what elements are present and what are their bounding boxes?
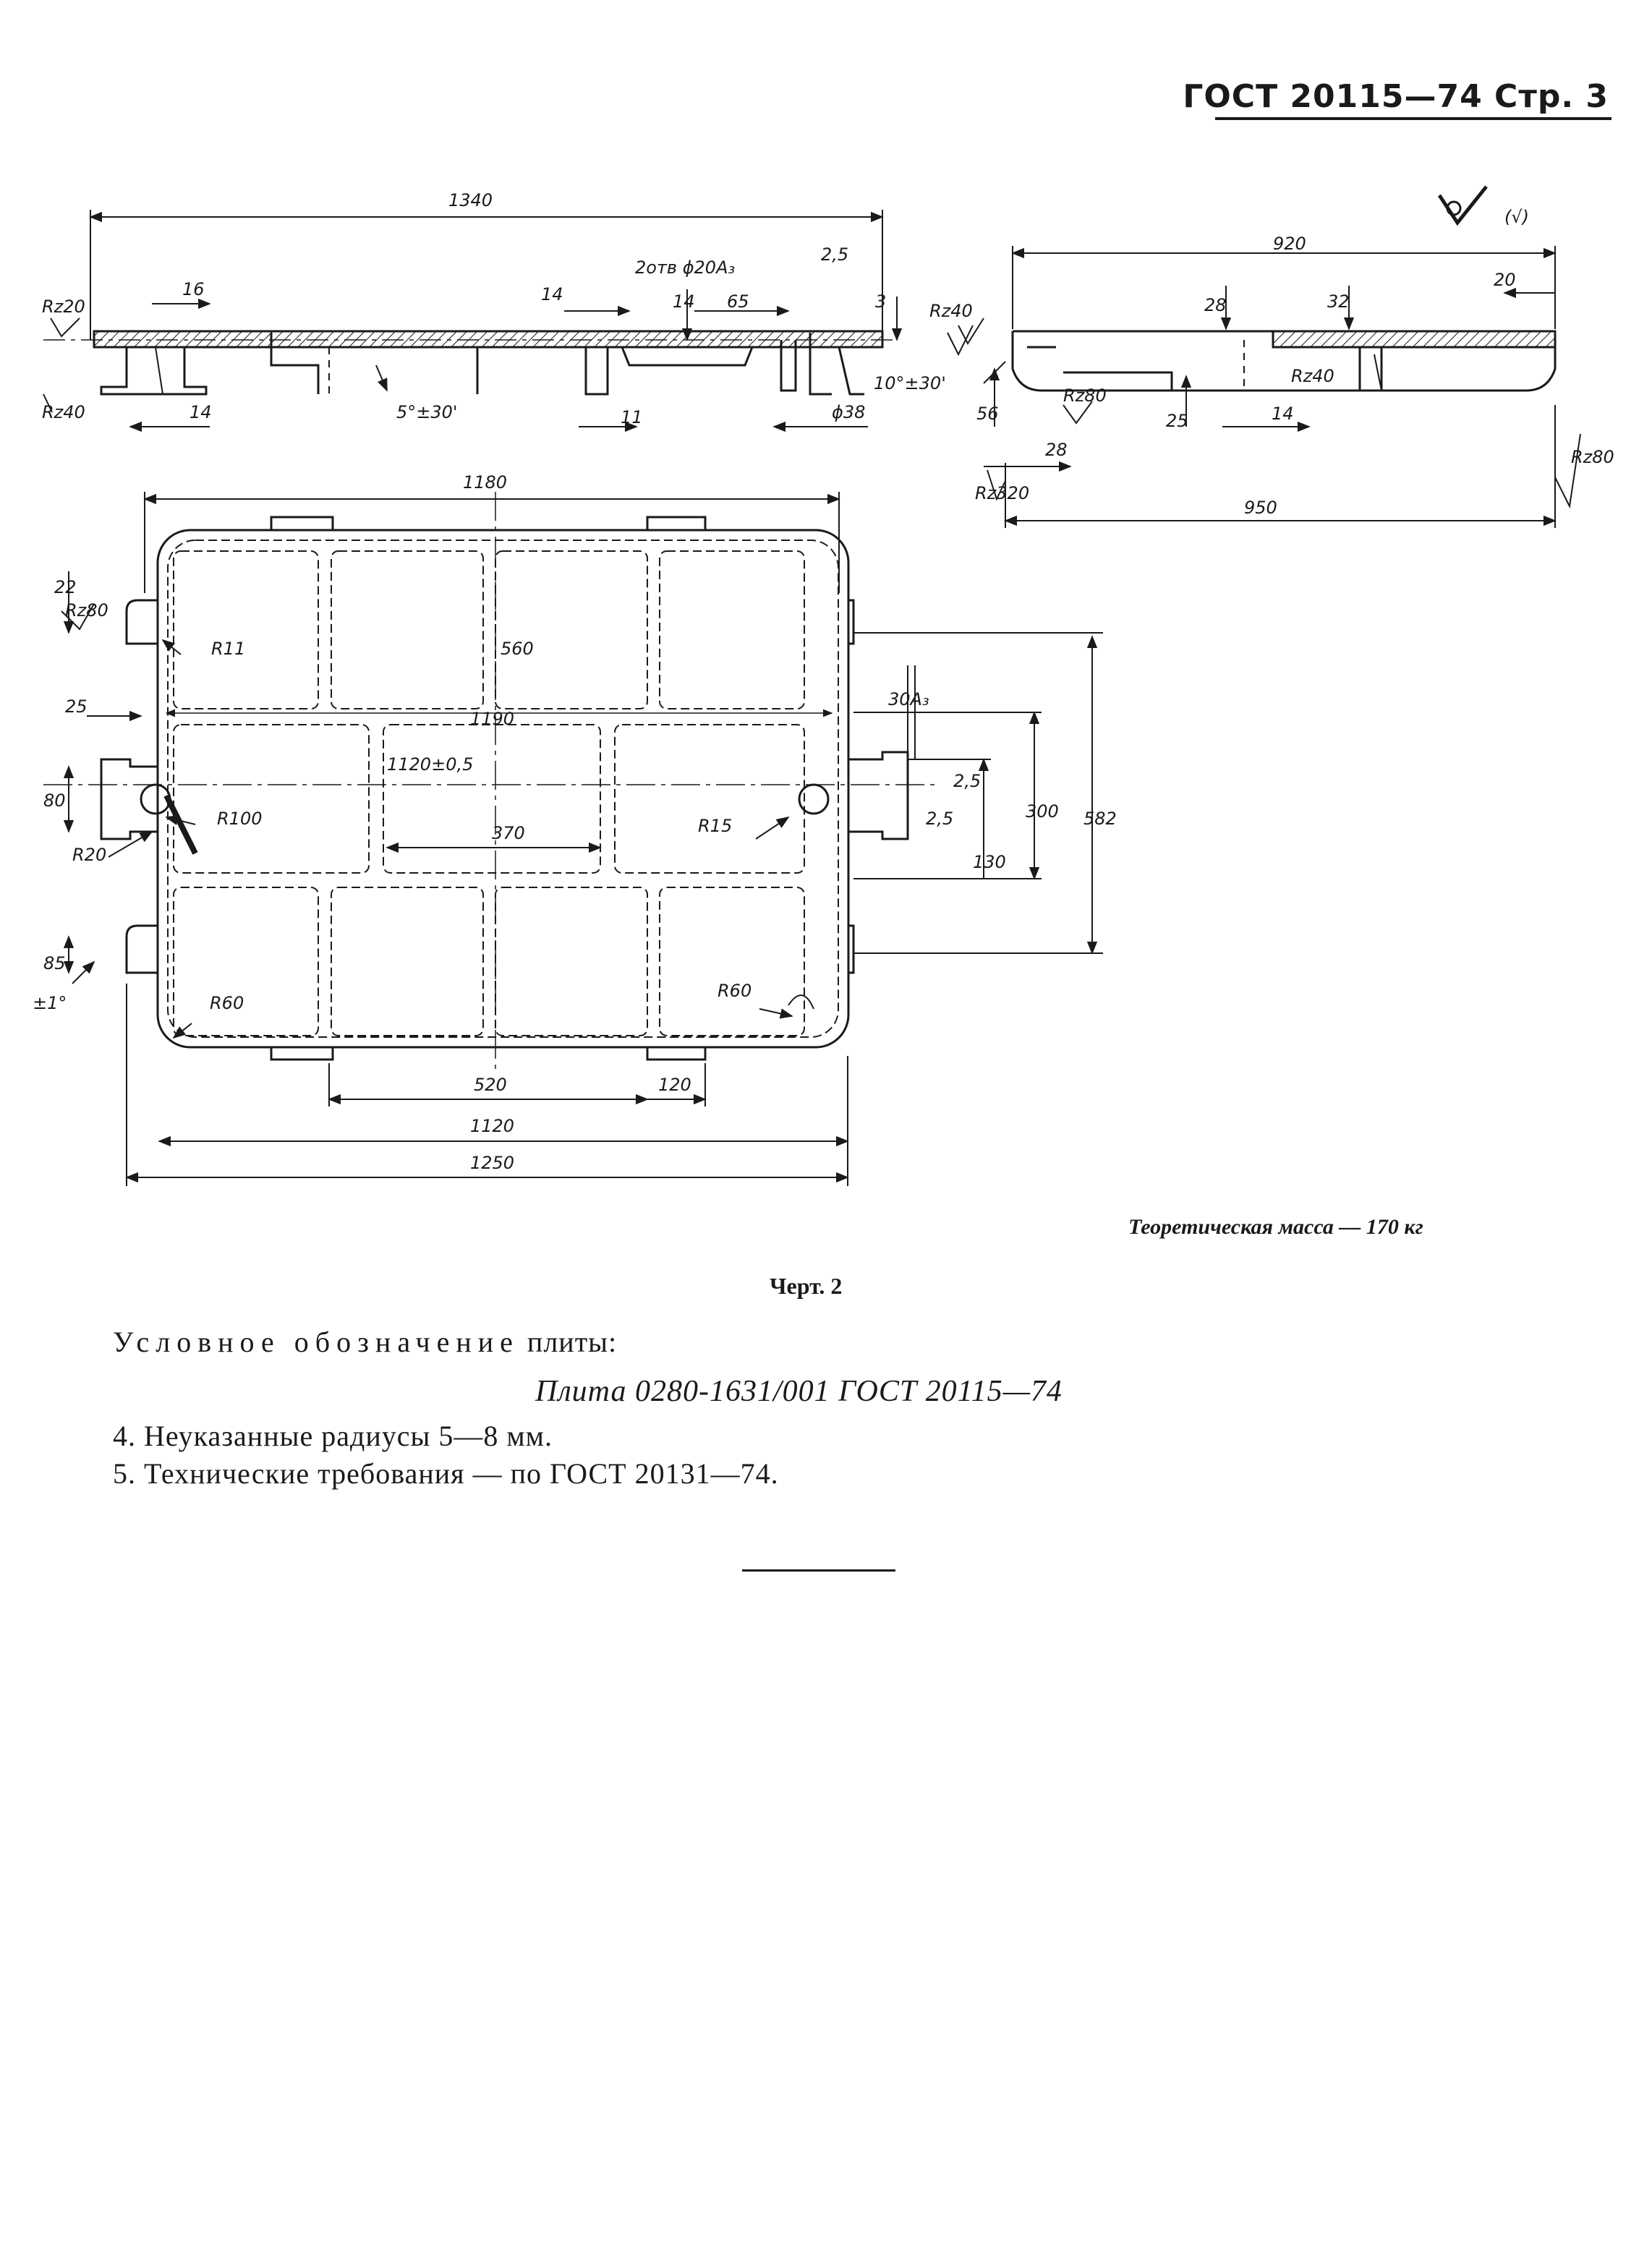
dim-16: 16 [182,279,205,299]
plan-view [43,492,1103,1186]
roughness-rz40a: Rz40 [42,402,85,422]
plate-designation: Плита 0280-1631/001 ГОСТ 20115—74 [535,1375,1063,1408]
dim-22: 22 [54,577,77,597]
dim-520: 520 [474,1075,507,1095]
plan-view-labels: 1180 22 Rz80 R11 560 25 1190 1120±0,5 80… [33,472,1117,1173]
dim-r60a: R60 [210,993,244,1013]
dim-angle: 5°±30' [396,402,458,422]
side-view [947,246,1581,528]
roughness-rz20: Rz20 [42,297,85,317]
front-view-labels: 1340 16 14 14 14 11 65 3 2,5 2отв ϕ20А₃ … [42,190,973,427]
dim-38: ϕ38 [832,402,865,422]
roughness-rz80b: Rz80 [1571,447,1614,467]
dim-1180: 1180 [463,472,507,493]
roughness-rz80c: Rz80 [65,600,108,621]
dim-14a: 14 [190,402,212,422]
dim-130: 130 [973,852,1006,872]
designation-label: Условное обозначение плиты: [113,1325,617,1359]
technical-drawing: 1340 16 14 14 14 11 65 3 2,5 2отв ϕ20А₃ … [33,185,1614,1186]
dim-1250: 1250 [470,1153,514,1173]
dim-56: 56 [976,404,999,424]
dim-28b: 28 [1045,440,1068,460]
dim-14s: 14 [1272,404,1294,424]
front-view [43,210,984,432]
roughness-rz320: Rz320 [975,483,1029,503]
dim-r11: R11 [211,639,245,659]
dim-r20: R20 [72,845,106,865]
dim-25: 2,5 [821,244,848,265]
dim-r60b: R60 [718,981,752,1001]
header-rule [1215,117,1611,120]
dim-25b: 2,5 [953,771,981,791]
dim-1120tol: 1120±0,5 [387,754,473,775]
roughness-rz80a: Rz80 [1063,385,1107,406]
dim-20: 20 [1494,270,1516,290]
dim-30a3: 30А₃ [888,689,929,709]
note-radii: 4. Неуказанные радиусы 5—8 мм. [113,1420,553,1452]
dim-holes: 2отв ϕ20А₃ [635,257,735,278]
side-view-labels: 920 20 28 32 56 25 14 28 950 10°±30' Rz8… [874,234,1614,518]
page-header: ГОСТ 20115—74 Стр. 3 [1183,78,1609,115]
dim-950: 950 [1244,498,1277,518]
dim-560: 560 [501,639,534,659]
dim-920: 920 [1273,234,1306,254]
designation-label-spaced: Условное обозначение [113,1326,519,1358]
roughness-rz40b: Rz40 [929,301,973,321]
dim-1190: 1190 [470,709,514,729]
dim-120: 120 [658,1075,691,1095]
dim-angle1: ±1° [33,993,67,1013]
drawing-caption: Черт. 2 [770,1273,843,1299]
end-rule [742,1569,895,1572]
dim-3: 3 [875,291,886,312]
dim-65: 65 [727,291,749,312]
dim-80: 80 [43,790,66,811]
dim-1120: 1120 [470,1116,514,1136]
roughness-check-icon [1437,185,1488,226]
dim-r15: R15 [698,816,732,836]
note-requirements: 5. Технические требования — по ГОСТ 2013… [113,1457,779,1490]
dim-85: 85 [43,953,66,973]
dim-1340: 1340 [448,190,493,210]
dim-582: 582 [1083,809,1117,829]
dim-32: 32 [1327,291,1350,312]
dim-370: 370 [492,823,525,843]
dim-25c: 2,5 [926,809,953,829]
dim-300: 300 [1026,801,1059,822]
dim-14b: 14 [541,284,563,304]
theoretical-mass: Теоретическая масса — 170 кг [1128,1215,1423,1239]
dim-14c: 14 [673,291,695,312]
roughness-rz40c: Rz40 [1291,366,1334,386]
dim-11: 11 [621,407,643,427]
dim-r100: R100 [217,809,262,829]
dim-25s: 25 [1166,411,1188,431]
dim-28a: 28 [1204,295,1227,315]
dim-angle10: 10°±30' [874,373,946,393]
designation-label-tail: плиты: [519,1326,618,1358]
roughness-general: (√) [1504,207,1529,227]
dim-25p: 25 [65,696,88,717]
